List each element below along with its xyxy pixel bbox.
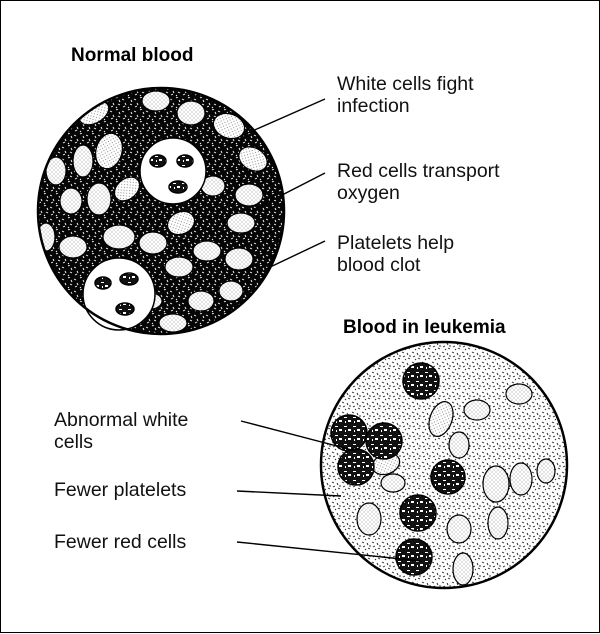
pointer-red-cells xyxy=(250,172,326,212)
pointer-fewer-red xyxy=(236,541,422,562)
pointer-abnormal xyxy=(240,420,357,452)
white-cells-normal xyxy=(82,137,207,331)
red-cells-leukemia xyxy=(356,383,556,586)
abnormal-white-cells xyxy=(330,362,466,576)
pointer-white-cells xyxy=(240,98,326,137)
label-abnormal-white-cells: Abnormal white cells xyxy=(54,409,189,453)
red-cells-normal xyxy=(38,90,268,333)
label-white-cells: White cells fight infection xyxy=(337,73,474,117)
label-platelets: Platelets help blood clot xyxy=(337,232,455,276)
label-fewer-platelets: Fewer platelets xyxy=(54,479,187,501)
leukemia-title: Blood in leukemia xyxy=(343,317,506,338)
normal-blood-title: Normal blood xyxy=(71,45,194,66)
label-fewer-red-cells: Fewer red cells xyxy=(54,531,187,553)
label-red-cells: Red cells transport oxygen xyxy=(337,160,500,204)
pointer-platelets xyxy=(265,240,326,270)
leukemia-blood-circle xyxy=(319,340,569,590)
pointer-fewer-platelets xyxy=(236,490,342,497)
pointer-lines xyxy=(236,98,422,562)
normal-blood-circle xyxy=(36,86,286,336)
